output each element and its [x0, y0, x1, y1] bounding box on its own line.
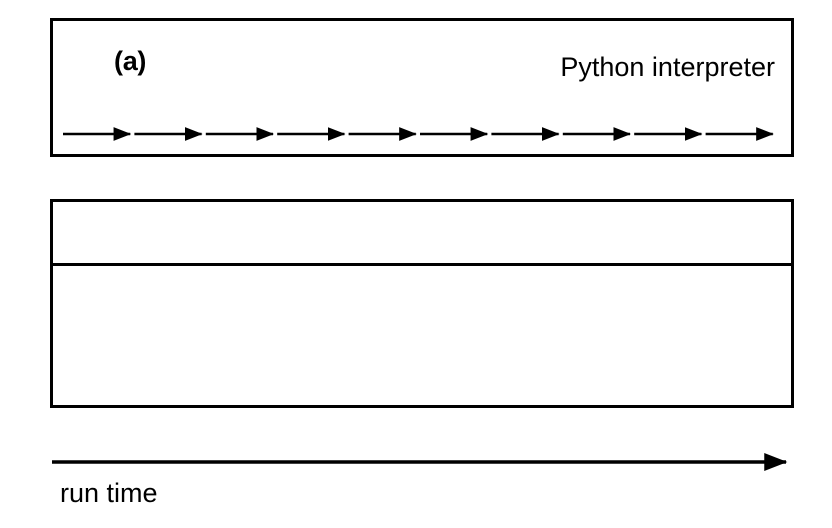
run-time-label: run time [60, 478, 158, 508]
python-interpreter-label: Python interpreter [560, 52, 775, 82]
lower-panel-divider [53, 263, 791, 266]
panel-letter-label: (a) [114, 46, 147, 76]
lower-panel-box [50, 199, 794, 408]
python-interpreter-box: (a) Python interpreter [50, 18, 794, 157]
